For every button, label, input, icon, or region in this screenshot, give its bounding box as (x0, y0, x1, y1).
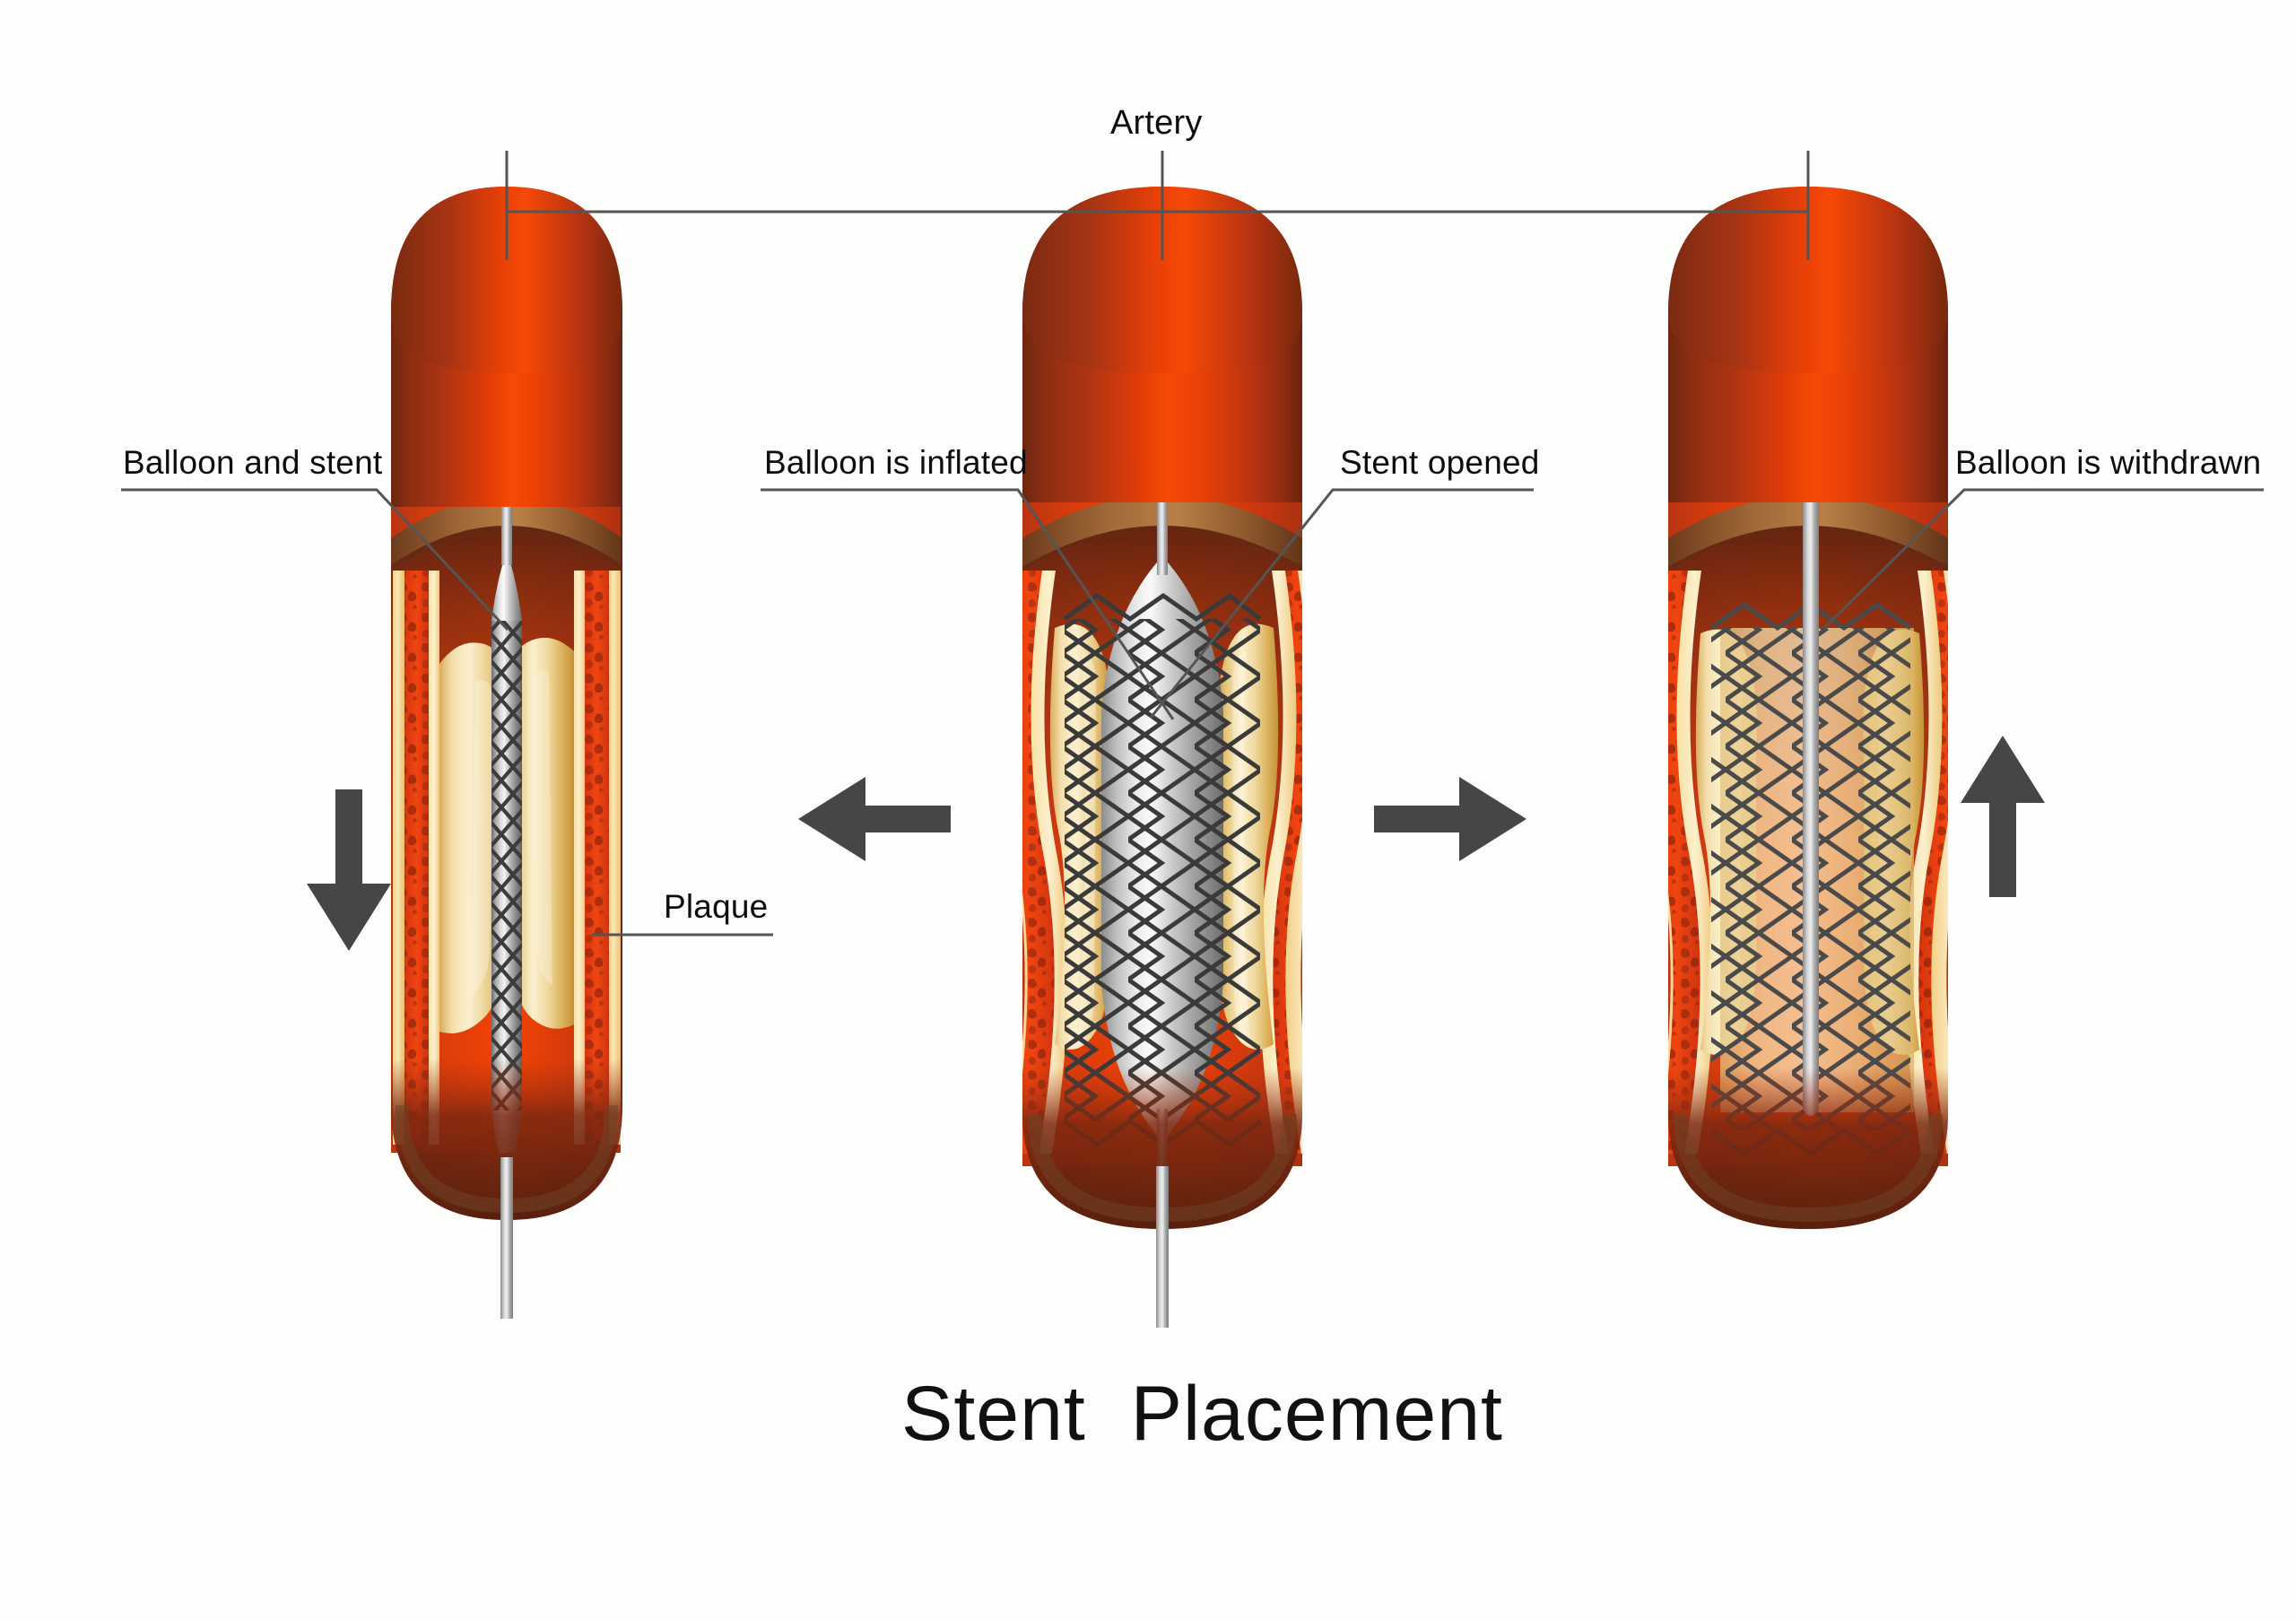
label-balloon-is-withdrawn: Balloon is withdrawn (1955, 444, 2262, 481)
artery-label: Artery (1110, 104, 1203, 142)
arrow-down-1 (307, 789, 391, 951)
wall-intima-left-3 (1676, 571, 1714, 1154)
artery-bottom-cap-1 (391, 1059, 622, 1220)
artery-bottom-cap-2 (1022, 1068, 1302, 1229)
artery-top-cap-2 (1022, 187, 1302, 373)
panel-3-artery-with-stent-balloon-withdrawn (1668, 187, 2045, 1229)
leader-lines (121, 151, 2264, 937)
label-plaque: Plaque (664, 888, 769, 925)
arrow-up-3 (1961, 736, 2045, 897)
arrow-left-2 (798, 777, 951, 861)
leader-balloon-withdrawn (1822, 488, 2264, 630)
wall-outer-right-2 (1285, 571, 1302, 1154)
artery-bracket (505, 151, 1810, 260)
wall-outer-right-1 (609, 571, 621, 1145)
catheter-withdrawing-3 (1803, 502, 1819, 1108)
label-balloon-is-inflated: Balloon is inflated (764, 444, 1028, 481)
catheter-shaft-2 (1156, 1166, 1169, 1328)
plaque-right-1 (505, 637, 574, 1029)
stent-collapsed-1 (491, 507, 522, 1153)
label-balloon-and-stent: Balloon and stent (123, 444, 383, 481)
catheter-shaft-1 (500, 1157, 513, 1319)
arrow-right-2 (1374, 777, 1526, 861)
wall-intima-left-2 (1031, 571, 1068, 1154)
wall-intima-left-1 (429, 571, 439, 1145)
leader-stent-opened (1149, 488, 1534, 719)
panel-2-artery-with-inflated-balloon (798, 187, 1526, 1328)
page-title: Stent Placement (901, 1371, 1503, 1457)
leader-balloon-and-stent (121, 488, 509, 632)
panel-1-artery-with-balloon-and-stent (307, 187, 622, 1319)
stent-expanded-2 (1063, 592, 1262, 1148)
wall-outer-right-3 (1931, 571, 1948, 1154)
artery-bottom-cap-3 (1668, 1068, 1948, 1229)
artery-top-cap-3 (1668, 187, 1948, 373)
label-stent-opened: Stent opened (1340, 444, 1540, 481)
wall-outer-left-1 (393, 571, 404, 1145)
balloon-tip-top-1 (491, 551, 522, 621)
wall-intima-right-1 (574, 571, 585, 1145)
artery-top-cap-1 (391, 187, 622, 373)
leader-balloon-inflated (761, 488, 1175, 720)
